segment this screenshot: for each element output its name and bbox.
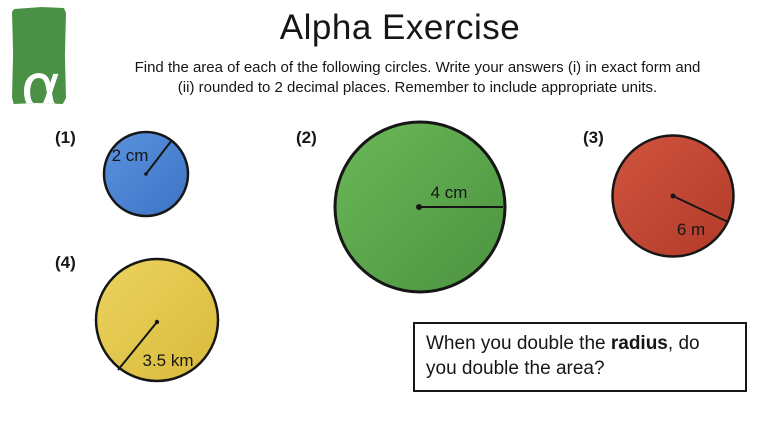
circle-svg-1: 2 cm	[102, 130, 190, 218]
circle-svg-2: 4 cm	[333, 120, 507, 294]
instructions-line-2: (ii) rounded to 2 decimal places. Rememb…	[177, 79, 658, 96]
circle-svg-3: 6 m	[611, 134, 735, 258]
radius-line-1	[145, 139, 173, 175]
center-dot-4	[154, 319, 160, 325]
radius-label-1: 2 cm	[112, 146, 149, 165]
circle-figure-3: 6 m	[610, 133, 736, 259]
question-text-prefix: When you double the	[426, 333, 611, 354]
radius-label-2: 4 cm	[431, 183, 468, 202]
problem-number-2: (2)	[296, 128, 317, 147]
alpha-logo: α	[12, 7, 66, 104]
circle-figure-4: 3.5 km	[94, 257, 221, 384]
radius-label-4: 3.5 km	[142, 351, 193, 370]
center-dot-3	[670, 193, 676, 199]
page-title: Alpha Exercise	[279, 8, 521, 47]
instructions: Find the area of each of the following c…	[80, 58, 755, 98]
alpha-letter-icon: α	[20, 51, 63, 125]
circle-svg-4: 3.5 km	[94, 257, 220, 383]
problem-number-4: (4)	[55, 253, 76, 272]
question-box: When you double the radius, do you doubl…	[413, 322, 747, 392]
circle-figure-1: 2 cm	[102, 130, 192, 220]
question-text-bold: radius	[610, 333, 668, 354]
radius-line-3	[672, 195, 729, 223]
center-dot-2	[416, 204, 422, 210]
problem-number-1: (1)	[55, 128, 76, 147]
instructions-line-1: Find the area of each of the following c…	[134, 59, 701, 76]
center-dot-1	[144, 172, 148, 176]
problem-number-3: (3)	[583, 128, 604, 147]
radius-line-4	[117, 321, 158, 371]
question-text-suffix: , do you double the area?	[426, 333, 700, 379]
circle-figure-2: 4 cm	[333, 120, 507, 294]
radius-label-3: 6 m	[677, 220, 705, 239]
